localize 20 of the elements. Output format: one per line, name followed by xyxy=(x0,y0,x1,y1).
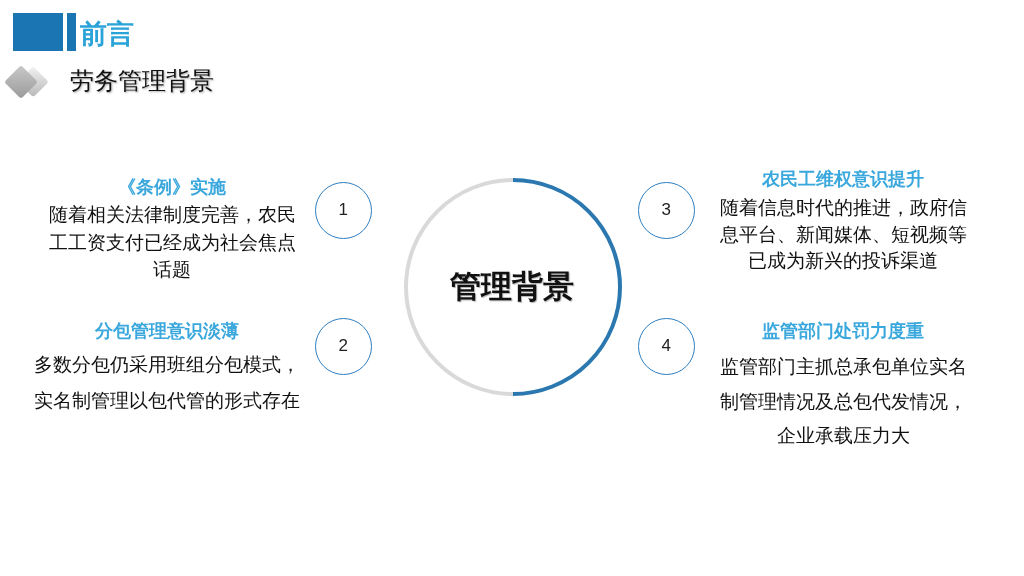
number-circle xyxy=(315,318,372,375)
description-text: 随着信息时代的推进，政府信息平台、新闻媒体、短视频等已成为新兴的投诉渠道 xyxy=(718,195,968,273)
step-number: 1 xyxy=(338,200,348,220)
center-circle xyxy=(404,178,622,396)
section-heading: 《条例》实施 xyxy=(117,176,227,198)
section-heading: 分包管理意识淡薄 xyxy=(94,320,240,342)
section-heading: 监管部门处罚力度重 xyxy=(761,320,925,342)
page-title: 前言 xyxy=(80,17,134,51)
step-number: 4 xyxy=(661,336,671,356)
step-number: 3 xyxy=(661,200,671,220)
number-circle xyxy=(315,182,372,239)
center-title: 管理背景 xyxy=(449,266,574,305)
step-number: 2 xyxy=(338,336,348,356)
description-text: 多数分包仍采用班组分包模式，实名制管理以包代管的形式存在 xyxy=(33,352,301,413)
section-heading: 农民工维权意识提升 xyxy=(761,168,925,190)
description-text: 随着相关法律制度完善，农民工工资支付已经成为社会焦点话题 xyxy=(47,202,297,282)
number-circle xyxy=(638,318,695,375)
number-circle xyxy=(638,182,695,239)
description-text: 监管部门主抓总承包单位实名制管理情况及总包代发情况，企业承载压力大 xyxy=(718,354,968,448)
section-subtitle: 劳务管理背景 xyxy=(70,66,214,96)
